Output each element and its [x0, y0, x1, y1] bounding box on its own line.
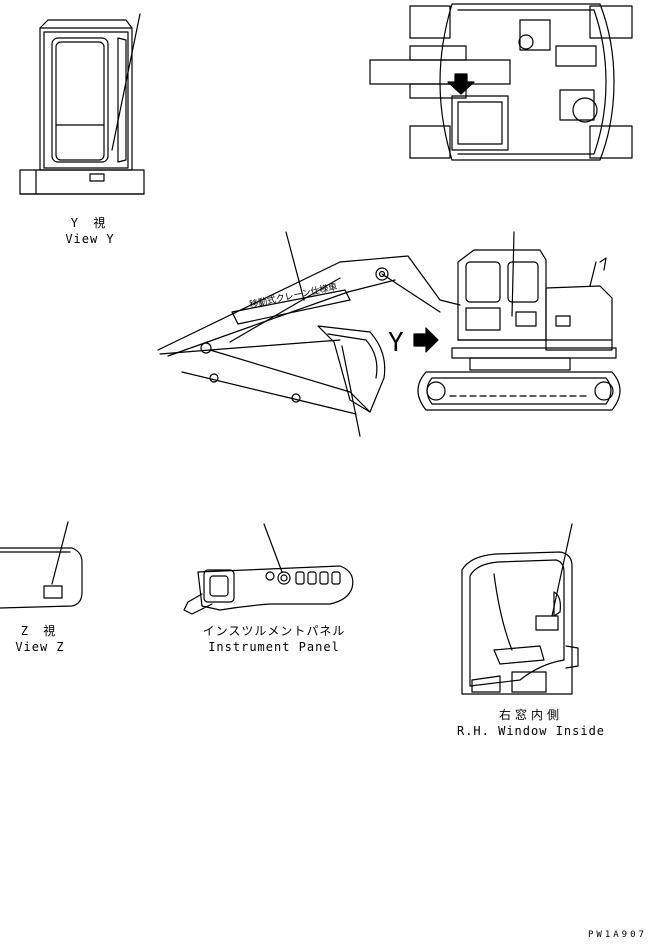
rh-window-caption-jp: 右窓内側 [498, 708, 563, 722]
view-z-caption-en: View Z [15, 640, 65, 654]
rh-window-decal-marker [535, 615, 559, 631]
rh-window-leader-line [551, 523, 573, 617]
rh-window-caption-en: R.H. Window Inside [456, 724, 606, 738]
excavator-side-view [157, 231, 621, 437]
view-z-decal-marker [43, 585, 63, 599]
view-y-arrow-label: Y [388, 328, 404, 358]
instrument-panel-leader-line [263, 523, 283, 573]
view-y-arrow-icon [413, 327, 439, 353]
view-z-figure [0, 521, 83, 609]
view-z-caption-jp: Z 視 [20, 624, 60, 638]
instrument-panel-figure [183, 523, 354, 615]
boom-leader-line [285, 231, 305, 301]
z-leader-line [341, 345, 361, 437]
view-y-cab-figure [19, 13, 145, 195]
top-view-arrow-icon [447, 73, 475, 95]
rh-window-figure [461, 523, 579, 695]
instrument-panel-caption-en: Instrument Panel [208, 640, 340, 654]
boom-decal [231, 289, 351, 325]
view-y-caption-en: View Y [65, 232, 115, 246]
drawing-code: PW1A907 [588, 930, 647, 940]
top-view-figure [369, 3, 633, 161]
view-y-decal-marker [89, 173, 105, 182]
view-y-leader-line [111, 13, 141, 151]
view-y-caption-jp: Y 視 [70, 216, 110, 230]
instrument-panel-caption-jp: インスツルメントパネル [202, 624, 346, 638]
cab-leader-line [511, 231, 515, 317]
cab-decal [515, 311, 537, 327]
view-z-leader-line [51, 521, 69, 585]
